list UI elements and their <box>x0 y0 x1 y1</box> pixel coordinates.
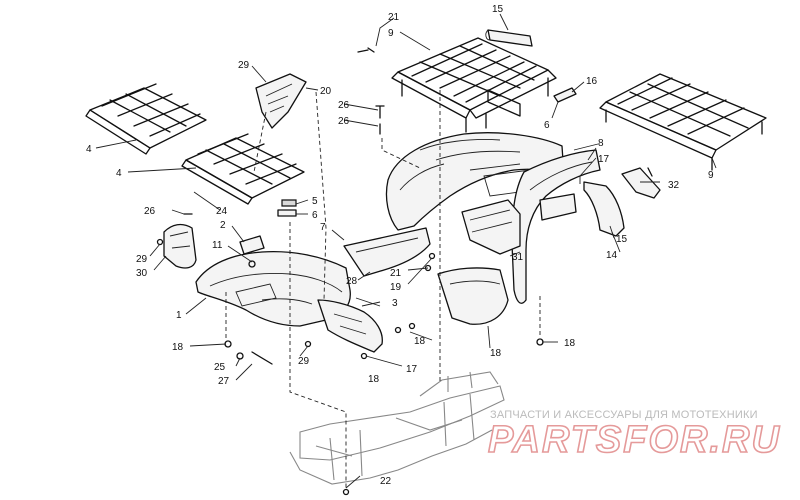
callout-3: 3 <box>392 298 398 309</box>
part-5 <box>281 199 297 207</box>
left-rear-fender-inner <box>461 199 521 255</box>
front-fender-inner <box>317 299 383 353</box>
callout-6-right: 6 <box>544 120 550 131</box>
callout-30: 30 <box>136 268 148 279</box>
callout-9-right: 9 <box>708 170 714 181</box>
callout-1: 1 <box>176 310 182 321</box>
chassis-frame <box>289 371 505 485</box>
callout-16: 18 <box>490 348 502 359</box>
callout-12: 16 <box>586 76 598 87</box>
watermark-caption: ЗАПЧАСТИ И АКСЕССУАРЫ ДЛЯ МОТОТЕХНИКИ <box>490 409 758 421</box>
callout-6-left: 6 <box>312 210 318 221</box>
callout-9-top: 9 <box>388 28 394 39</box>
callout-26-left-num: 26 <box>144 206 156 217</box>
bracket-28 <box>255 73 307 129</box>
rear-fender-body <box>385 132 565 231</box>
rack-pad <box>485 29 533 47</box>
callout-21-bottom: 22 <box>380 476 392 487</box>
callout-numbers: 21 9 15 16 6 9 4 4 29 20 26 26 24 5 6 8 … <box>86 4 714 487</box>
callout-18-mid: 18 <box>414 336 426 347</box>
callout-18-low: 18 <box>368 374 380 385</box>
part-6-left <box>277 209 297 217</box>
callout-18-left: 18 <box>172 342 184 353</box>
side-skirt <box>343 227 431 277</box>
callout-24: 26 <box>338 116 350 127</box>
top-center-rack <box>391 37 557 133</box>
callout-28: 29 <box>238 60 250 71</box>
callout-21-top: 21 <box>388 12 400 23</box>
callout-26-right: 28 <box>346 276 358 287</box>
callout-22: 24 <box>216 206 228 217</box>
assembly-lines <box>225 90 541 488</box>
watermark-logo: PARTSFOR.RU <box>488 419 781 461</box>
callout-20: 21 <box>390 268 402 279</box>
callout-15-bottom: 17 <box>406 364 418 375</box>
left-rack-upper <box>85 83 207 155</box>
callout-29-left: 29 <box>136 254 148 265</box>
callout-14-value: 14 <box>606 250 618 261</box>
callout-18-right-label: 18 <box>564 338 576 349</box>
cap-plate <box>239 235 265 255</box>
callout-27: 27 <box>218 376 230 387</box>
bolt-25 <box>375 105 385 119</box>
callout-4-upper: 4 <box>86 144 92 155</box>
right-rack <box>599 73 767 171</box>
callout-4-lower: 4 <box>116 168 122 179</box>
rack-bracket-12 <box>553 87 577 103</box>
left-side-panel <box>163 223 197 269</box>
part-32 <box>621 167 661 199</box>
callout-29-bottom: 29 <box>298 356 310 367</box>
callout-2: 2 <box>220 220 226 231</box>
callout-32: 32 <box>668 180 680 191</box>
callout-7: 7 <box>320 222 326 233</box>
callout-17: 20 <box>320 86 332 97</box>
leader-lines <box>95 13 717 489</box>
rear-left-mudguard <box>437 267 509 325</box>
callout-8: 8 <box>598 138 604 149</box>
callout-23: 25 <box>214 362 226 373</box>
callout-13-label: 15 <box>616 234 628 245</box>
callout-5: 5 <box>312 196 318 207</box>
callout-11-num: 11 <box>212 240 223 251</box>
right-rear-fender <box>511 149 601 304</box>
callout-10: 15 <box>492 4 504 15</box>
callout-25: 26 <box>338 100 350 111</box>
callout-19: 19 <box>390 282 402 293</box>
callout-31: 31 <box>512 252 524 263</box>
mud-flap <box>583 181 625 237</box>
left-rack-lower <box>181 133 305 205</box>
callout-15-right: 17 <box>598 154 610 165</box>
